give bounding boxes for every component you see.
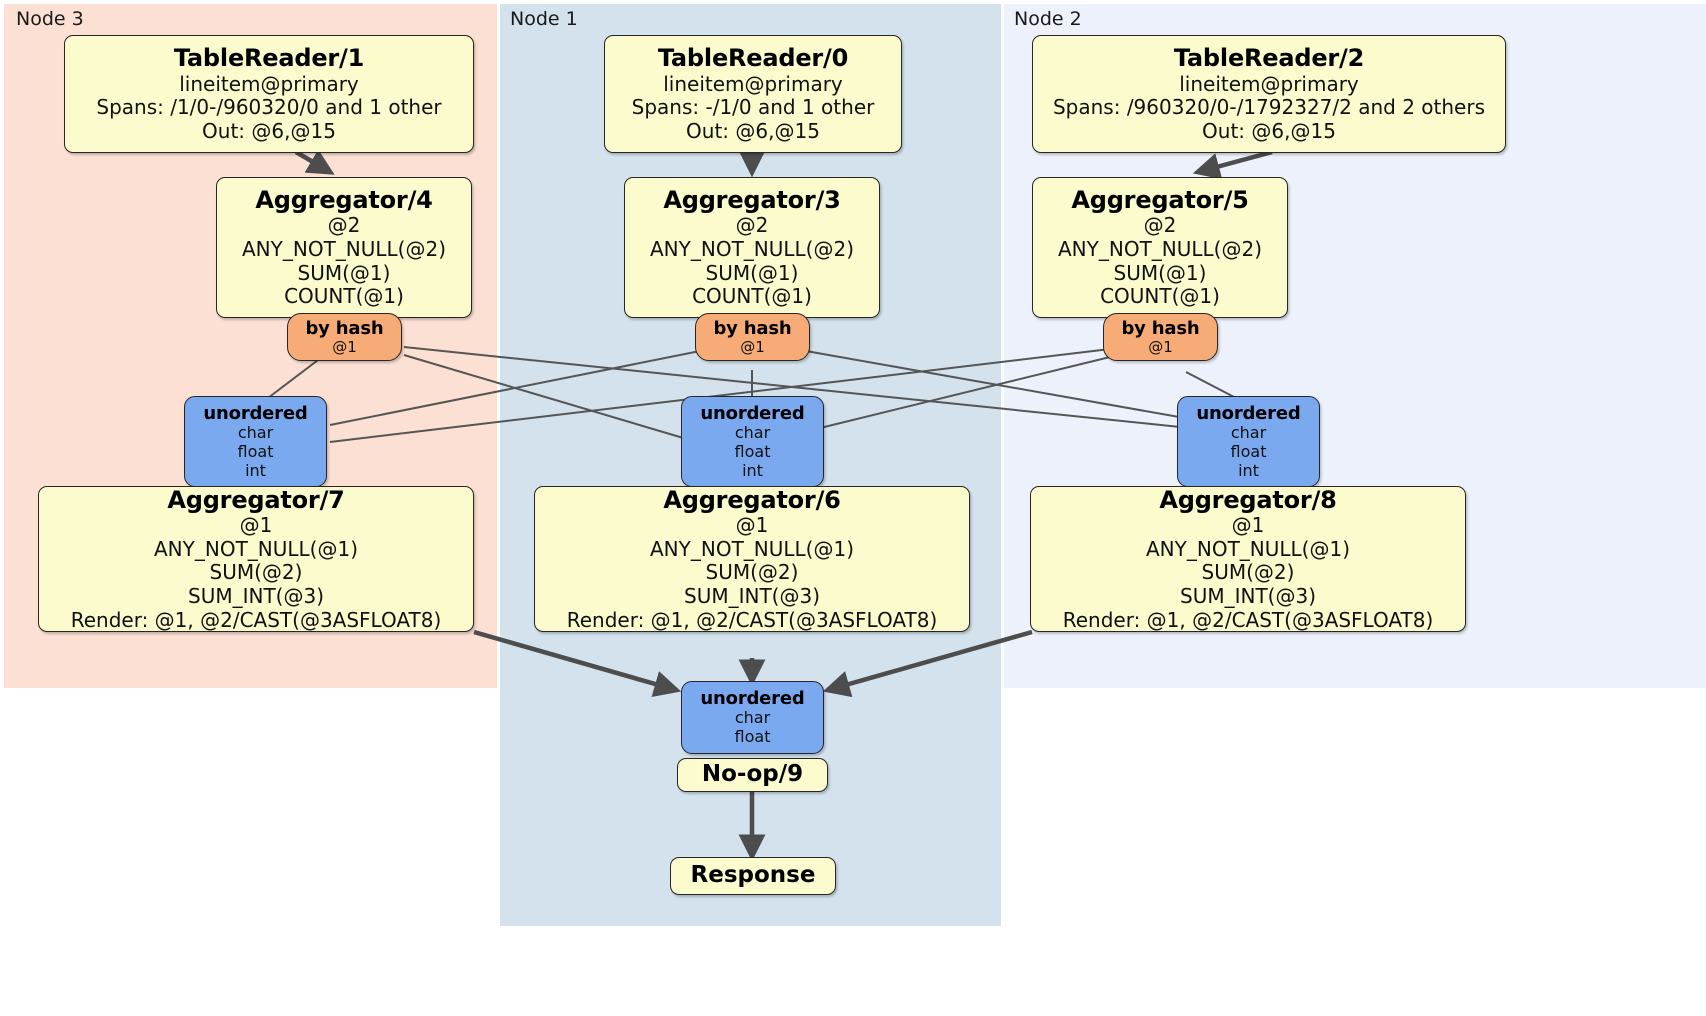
processor-line: ANY_NOT_NULL(@2) [650,237,854,262]
synchronizer-title: unordered [700,402,805,424]
synchronizer-line: int [1238,460,1259,480]
synchronizer-line: int [245,460,266,480]
processor-line: SUM_INT(@3) [188,583,324,608]
processor-line: Render: @1, @2/CAST(@3ASFLOAT8) [1062,607,1434,632]
processor-no-op-9[interactable]: No-op/9 [677,758,828,792]
processor-title: Aggregator/4 [255,186,433,215]
router-by-hash-left[interactable]: by hash @1 [287,313,402,361]
processor-title: Aggregator/5 [1071,186,1249,215]
processor-line: COUNT(@1) [1100,284,1220,309]
region-label-node-3: Node 3 [16,8,84,30]
processor-aggregator-6[interactable]: Aggregator/6 @1 ANY_NOT_NULL(@1) SUM(@2)… [534,486,970,632]
processor-line: SUM_INT(@3) [684,583,820,608]
processor-title: Aggregator/7 [167,485,345,514]
processor-line: lineitem@primary [1179,71,1359,96]
processor-line: COUNT(@1) [692,284,812,309]
router-by-hash-right[interactable]: by hash @1 [1103,313,1218,361]
processor-line: SUM(@2) [1201,560,1295,585]
synchronizer-unordered-left[interactable]: unordered char float int [184,396,327,487]
synchronizer-line: float [734,441,771,461]
processor-line: SUM(@2) [705,560,799,585]
synchronizer-line: char [734,422,771,442]
processor-line: @1 [735,513,769,538]
processor-line: Out: @6,@15 [1202,118,1336,143]
processor-line: @1 [239,513,273,538]
synchronizer-unordered-right[interactable]: unordered char float int [1177,396,1320,487]
processor-line: ANY_NOT_NULL(@2) [242,237,446,262]
processor-title: Aggregator/6 [663,485,841,514]
synchronizer-title: unordered [1196,402,1301,424]
processor-line: @1 [1231,513,1265,538]
processor-aggregator-5[interactable]: Aggregator/5 @2 ANY_NOT_NULL(@2) SUM(@1)… [1032,177,1288,318]
processor-line: @2 [735,213,769,238]
processor-title: Response [690,862,816,889]
processor-line: SUM_INT(@3) [1180,583,1316,608]
synchronizer-unordered-final[interactable]: unordered char float [681,681,824,754]
synchronizer-line: char [734,708,771,728]
synchronizer-line: float [237,441,274,461]
processor-title: Aggregator/8 [1159,485,1337,514]
processor-aggregator-8[interactable]: Aggregator/8 @1 ANY_NOT_NULL(@1) SUM(@2)… [1030,486,1466,632]
processor-line: lineitem@primary [663,71,843,96]
processor-line: ANY_NOT_NULL(@2) [1058,237,1262,262]
processor-line: @2 [327,213,361,238]
processor-line: ANY_NOT_NULL(@1) [650,536,854,561]
router-line: @1 [740,337,765,356]
processor-aggregator-4[interactable]: Aggregator/4 @2 ANY_NOT_NULL(@2) SUM(@1)… [216,177,472,318]
processor-line: Spans: /1/0-/960320/0 and 1 other [96,95,442,120]
processor-line: Spans: /960320/0-/1792327/2 and 2 others [1052,95,1485,120]
processor-line: Spans: -/1/0 and 1 other [631,95,875,120]
processor-title: TableReader/0 [657,44,849,73]
processor-line: Out: @6,@15 [686,118,820,143]
synchronizer-line: float [734,727,771,747]
synchronizer-title: unordered [203,402,308,424]
processor-line: SUM(@2) [209,560,303,585]
processor-title: No-op/9 [701,761,804,788]
processor-line: ANY_NOT_NULL(@1) [1146,536,1350,561]
router-title: by hash [305,317,384,339]
processor-tablereader-0[interactable]: TableReader/0 lineitem@primary Spans: -/… [604,35,902,153]
processor-aggregator-7[interactable]: Aggregator/7 @1 ANY_NOT_NULL(@1) SUM(@2)… [38,486,474,632]
processor-line: Render: @1, @2/CAST(@3ASFLOAT8) [566,607,938,632]
synchronizer-title: unordered [700,688,805,709]
synchronizer-line: int [742,460,763,480]
synchronizer-line: float [1230,441,1267,461]
synchronizer-line: char [237,422,274,442]
region-label-node-1: Node 1 [510,8,578,30]
processor-line: SUM(@1) [1113,260,1207,285]
processor-aggregator-3[interactable]: Aggregator/3 @2 ANY_NOT_NULL(@2) SUM(@1)… [624,177,880,318]
processor-title: TableReader/1 [173,44,365,73]
router-title: by hash [1121,317,1200,339]
processor-title: Aggregator/3 [663,186,841,215]
processor-line: Render: @1, @2/CAST(@3ASFLOAT8) [70,607,442,632]
processor-tablereader-2[interactable]: TableReader/2 lineitem@primary Spans: /9… [1032,35,1506,153]
router-line: @1 [332,337,357,356]
processor-title: TableReader/2 [1173,44,1365,73]
processor-line: lineitem@primary [179,71,359,96]
processor-response[interactable]: Response [670,857,836,895]
processor-line: Out: @6,@15 [202,118,336,143]
processor-tablereader-1[interactable]: TableReader/1 lineitem@primary Spans: /1… [64,35,474,153]
synchronizer-unordered-middle[interactable]: unordered char float int [681,396,824,487]
router-title: by hash [713,317,792,339]
router-by-hash-middle[interactable]: by hash @1 [695,313,810,361]
processor-line: ANY_NOT_NULL(@1) [154,536,358,561]
router-line: @1 [1148,337,1173,356]
processor-line: @2 [1143,213,1177,238]
region-label-node-2: Node 2 [1014,8,1082,30]
processor-line: COUNT(@1) [284,284,404,309]
processor-line: SUM(@1) [705,260,799,285]
synchronizer-line: char [1230,422,1267,442]
processor-line: SUM(@1) [297,260,391,285]
